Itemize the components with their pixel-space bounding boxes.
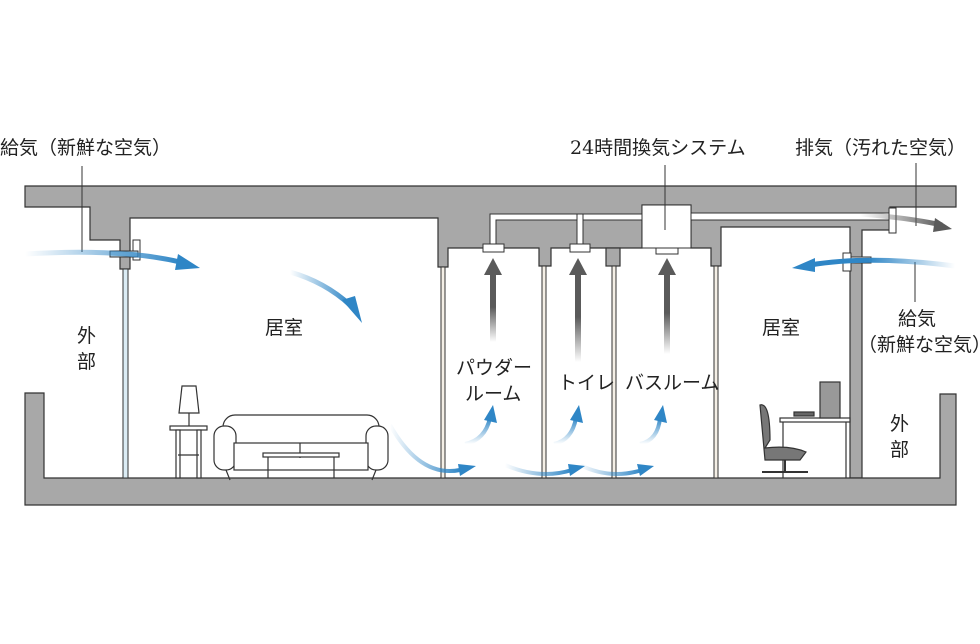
outside-left-label-1: 外 (77, 325, 96, 347)
exhaust-label: 排気（汚れた空気） (795, 137, 966, 159)
outside-left-label-2: 部 (77, 351, 96, 373)
undercut-airflow-arrows (388, 417, 662, 476)
floor-slab (24, 392, 957, 506)
powder-room-label-2: ルーム (465, 383, 521, 405)
partitions (122, 265, 719, 479)
ceiling-beams (605, 247, 621, 267)
exhaust-arrow-powder (484, 258, 502, 342)
vent-bath (655, 247, 679, 255)
bathroom-label: バスルーム (625, 372, 719, 394)
desk-and-computer (759, 381, 851, 478)
undercut-arrowheads (458, 405, 667, 476)
toilet-label: トイレ (558, 372, 615, 394)
floor-lamp-table (169, 385, 208, 479)
sofa (213, 414, 389, 481)
supply-vent-left (132, 239, 141, 261)
system-label: 24時間換気システム (570, 137, 746, 159)
supply-left-label: 給気（新鮮な空気） (0, 137, 171, 159)
supply-right-label: 給気 (898, 308, 936, 330)
outside-right-label-1: 外 (890, 413, 909, 435)
powder-room-label-1: パウダー (456, 357, 532, 379)
living-room-right-label: 居室 (762, 317, 800, 339)
living-room-left-label: 居室 (265, 317, 303, 339)
exhaust-arrow-bath (658, 258, 676, 354)
airflow-arrows (24, 211, 956, 476)
fresh-air-arrow-left-inlet (24, 249, 200, 270)
exhaust-arrow-toilet (569, 258, 587, 362)
office-chair (759, 404, 807, 461)
labels: 給気（新鮮な空気） 24時間換気システム 排気（汚れた空気） 給気 （新鮮な空気… (0, 137, 980, 461)
vent-toilet (569, 243, 591, 253)
fresh-air-arrow-right-inlet (792, 257, 956, 272)
vent-powder (482, 243, 505, 253)
fresh-air-arrow-living (289, 269, 362, 323)
furniture (169, 381, 851, 481)
outside-right-label-2: 部 (890, 439, 909, 461)
supply-right-sublabel: （新鮮な空気） (858, 334, 980, 356)
exhaust-outlet (888, 207, 897, 234)
exhaust-arrow-outlet (859, 211, 952, 232)
ventilation-unit (641, 204, 692, 249)
